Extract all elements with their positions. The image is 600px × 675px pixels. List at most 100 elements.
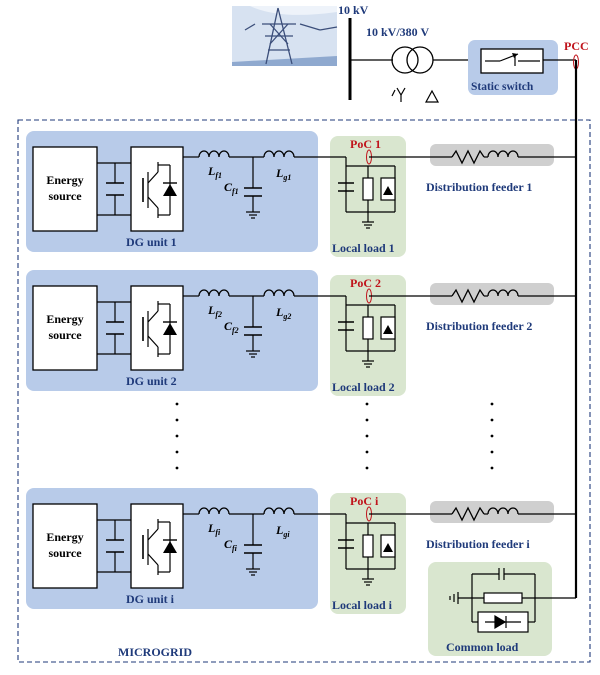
feeder-inductor-icon	[487, 150, 519, 158]
cf-label-subscript: f1	[232, 187, 239, 196]
poc-label: PoC 1	[350, 137, 381, 151]
grid-inductor-icon	[263, 150, 295, 158]
poc-label: PoC 2	[350, 276, 381, 290]
igbt-icon	[142, 519, 171, 575]
cf-label: Cfi	[224, 537, 238, 553]
lf-label-symbol: L	[207, 521, 215, 535]
filter-inductor-icon	[198, 507, 230, 515]
cf-label-subscript: f2	[232, 326, 239, 335]
inverter-box	[130, 503, 184, 589]
energy-source-label: Energy source	[46, 312, 83, 342]
inverter-box	[130, 146, 184, 232]
grid-inductor-icon	[263, 289, 295, 297]
feeder-label: Distribution feeder 1	[426, 180, 532, 194]
feeder-panel	[430, 144, 554, 166]
filter-inductor-icon	[198, 150, 230, 158]
wire	[147, 310, 159, 323]
energy-source-label: Energy source	[46, 173, 83, 203]
local-load-label: Local load 1	[332, 241, 395, 255]
poc-label: PoC i	[350, 494, 379, 508]
inverter-box	[130, 285, 184, 371]
local-load-label: Local load 2	[332, 380, 395, 394]
energy-source-word: source	[48, 189, 82, 203]
lg-label-symbol: L	[275, 166, 283, 180]
energy-source-word: Energy	[46, 312, 83, 326]
pcc-label: PCC	[564, 39, 589, 53]
load-resistor-icon	[362, 534, 374, 558]
dg-unit-label: DG unit 2	[126, 374, 177, 388]
lf-label-subscript: fi	[215, 528, 221, 537]
load-resistor-icon	[362, 177, 374, 201]
delta-icon	[424, 89, 440, 103]
lg-label-subscript: g2	[282, 312, 291, 321]
lf-label-subscript: f1	[215, 171, 222, 180]
cf-label: Cf1	[224, 180, 239, 196]
lf-label: Lf2	[207, 303, 222, 319]
lf-label-subscript: f2	[215, 310, 222, 319]
cf-label-subscript: fi	[232, 544, 238, 553]
lf-label-symbol: L	[207, 164, 215, 178]
static-switch-label: Static switch	[471, 81, 534, 93]
lg-label-subscript: g1	[282, 173, 291, 182]
diode-icon	[163, 323, 177, 335]
wire	[147, 528, 159, 541]
feeder-panel	[430, 501, 554, 523]
voltage-label: 10 kV	[338, 3, 369, 17]
lf-label-symbol: L	[207, 303, 215, 317]
wire	[147, 335, 159, 348]
energy-source-box	[32, 146, 98, 232]
feeder-resistor-icon	[451, 288, 485, 304]
lg-label-symbol: L	[275, 305, 283, 319]
transformer-label: 10 kV/380 V	[366, 25, 429, 39]
feeder-label: Distribution feeder i	[426, 537, 530, 551]
cf-label-symbol: C	[224, 537, 233, 551]
wire	[147, 196, 159, 209]
feeder-inductor-icon	[487, 289, 519, 297]
microgrid-label: MICROGRID	[118, 645, 192, 659]
filter-inductor-icon	[198, 289, 230, 297]
transformer-symbol	[391, 46, 434, 74]
load-resistor-icon	[362, 316, 374, 340]
lg-label-symbol: L	[275, 523, 283, 537]
ellipsis-dots	[175, 402, 494, 470]
energy-source-word: source	[48, 546, 82, 560]
feeder-panel	[430, 283, 554, 305]
common-load-circuit	[449, 568, 576, 633]
cf-label-symbol: C	[224, 319, 233, 333]
feeder-inductor-icon	[487, 507, 519, 515]
feeder-resistor-icon	[451, 149, 485, 165]
energy-source-word: Energy	[46, 173, 83, 187]
energy-source-word: source	[48, 328, 82, 342]
energy-source-word: Energy	[46, 530, 83, 544]
cf-label-symbol: C	[224, 180, 233, 194]
lg-label: Lg2	[275, 305, 291, 321]
lf-label: Lf1	[207, 164, 222, 180]
rectifier-diode-icon	[383, 543, 393, 552]
wire	[147, 171, 159, 184]
rectifier-diode-icon	[383, 325, 393, 334]
grid-inductor-icon	[263, 507, 295, 515]
diode-icon	[163, 184, 177, 196]
lf-label: Lfi	[207, 521, 221, 537]
diode-icon	[163, 541, 177, 553]
energy-source-box	[32, 503, 98, 589]
feeder-label: Distribution feeder 2	[426, 319, 532, 333]
power-tower-icon	[244, 7, 338, 65]
rectifier-diode-icon	[383, 186, 393, 195]
cf-label: Cf2	[224, 319, 239, 335]
utility-grid-picture	[232, 6, 338, 66]
wye-ground-icon	[391, 87, 406, 102]
lg-label-subscript: gi	[282, 530, 290, 539]
dg-unit-label: DG unit 1	[126, 235, 177, 249]
energy-source-box	[32, 285, 98, 371]
lg-label: Lgi	[275, 523, 290, 539]
common-load-label: Common load	[446, 640, 519, 654]
microgrid-boundary	[17, 119, 591, 663]
local-load-label: Local load i	[332, 598, 393, 612]
